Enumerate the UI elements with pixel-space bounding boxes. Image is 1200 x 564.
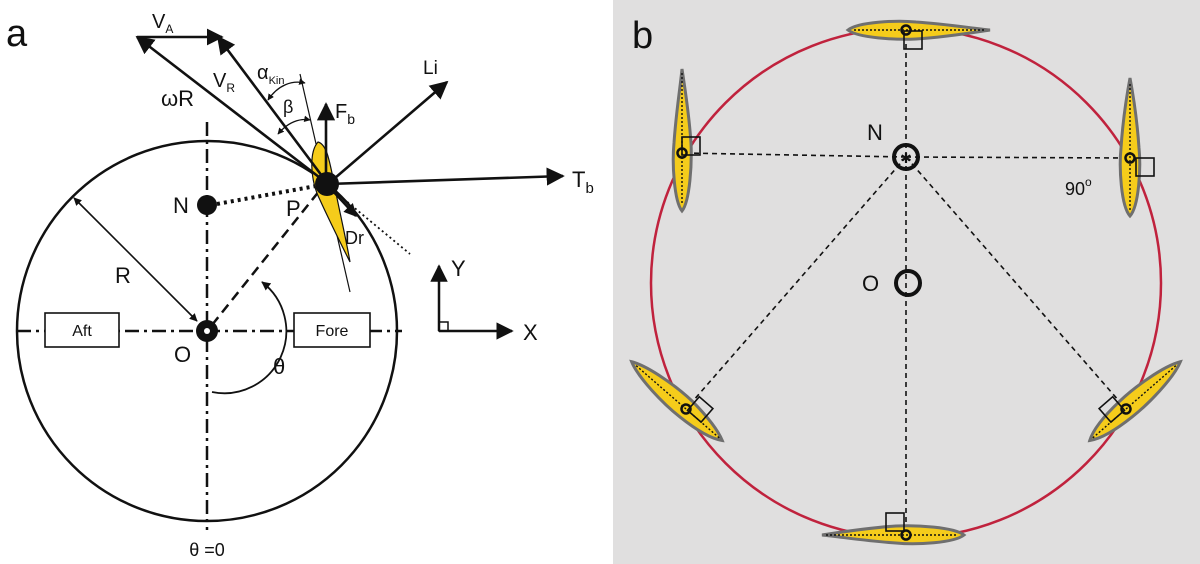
link-right	[905, 156, 1131, 159]
li-label: Li	[423, 58, 438, 79]
theta-arc	[211, 281, 288, 395]
right-angle-label: 90o	[1065, 175, 1092, 199]
link-lower-right	[905, 156, 1127, 410]
center-o-label: O	[862, 271, 879, 296]
blade-foil	[311, 141, 351, 263]
p-label: P	[286, 196, 301, 221]
tb-vector	[327, 167, 565, 186]
omega-r-vector	[135, 35, 329, 186]
va-label: VA	[152, 11, 173, 36]
link-lines	[681, 27, 1131, 535]
theta-zero-label: θ =0	[189, 540, 225, 560]
vr-label: VR	[213, 70, 235, 95]
panel-a-label: a	[6, 13, 28, 55]
blade-lower-right	[1087, 359, 1183, 443]
o-to-p-radius	[211, 189, 321, 326]
radius-label: R	[115, 263, 131, 288]
theta-label: θ	[273, 354, 285, 379]
dr-label: Dr	[345, 228, 364, 248]
blade-right	[1118, 77, 1155, 219]
blade-lower-left	[629, 359, 725, 443]
omega-r-label: ωR	[161, 86, 194, 111]
panel-a: a Aft Fore R O N θ θ =0	[6, 11, 594, 560]
fb-label: Fb	[335, 101, 355, 127]
tb-label: Tb	[572, 167, 594, 197]
eccentric-n-ring	[892, 143, 920, 171]
eccentric-n-point	[197, 195, 217, 215]
panel-b: b	[613, 0, 1200, 564]
eccentric-n-label: N	[867, 120, 883, 145]
blade-pivot-p	[315, 172, 339, 196]
link-lower-left	[685, 156, 907, 410]
xy-right-angle	[438, 321, 449, 332]
center-o-ring	[894, 269, 922, 297]
vr-vector	[216, 35, 330, 185]
x-axis-label: X	[523, 320, 538, 345]
li-vector	[327, 80, 449, 185]
eccentric-n-label: N	[173, 193, 189, 218]
blade-left	[671, 68, 701, 214]
beta-arc	[277, 115, 311, 135]
y-axis-label: Y	[451, 256, 466, 281]
link-left	[681, 152, 907, 158]
alpha-arc	[267, 78, 306, 101]
radius-arrow	[73, 197, 198, 322]
blade-top	[845, 19, 991, 50]
alpha-kin-label: αKin	[257, 62, 284, 87]
center-o-label: O	[174, 342, 191, 367]
blade-bottom	[821, 512, 967, 546]
panel-b-label: b	[632, 15, 653, 57]
eccentric-n-star: ✱	[900, 151, 912, 167]
dr-vector	[331, 189, 357, 217]
center-o-dot	[204, 328, 210, 334]
fore-box	[293, 312, 371, 348]
aft-label: Aft	[72, 323, 92, 340]
fore-label: Fore	[316, 323, 349, 340]
beta-label: β	[283, 97, 293, 117]
n-to-p-link	[216, 184, 317, 206]
